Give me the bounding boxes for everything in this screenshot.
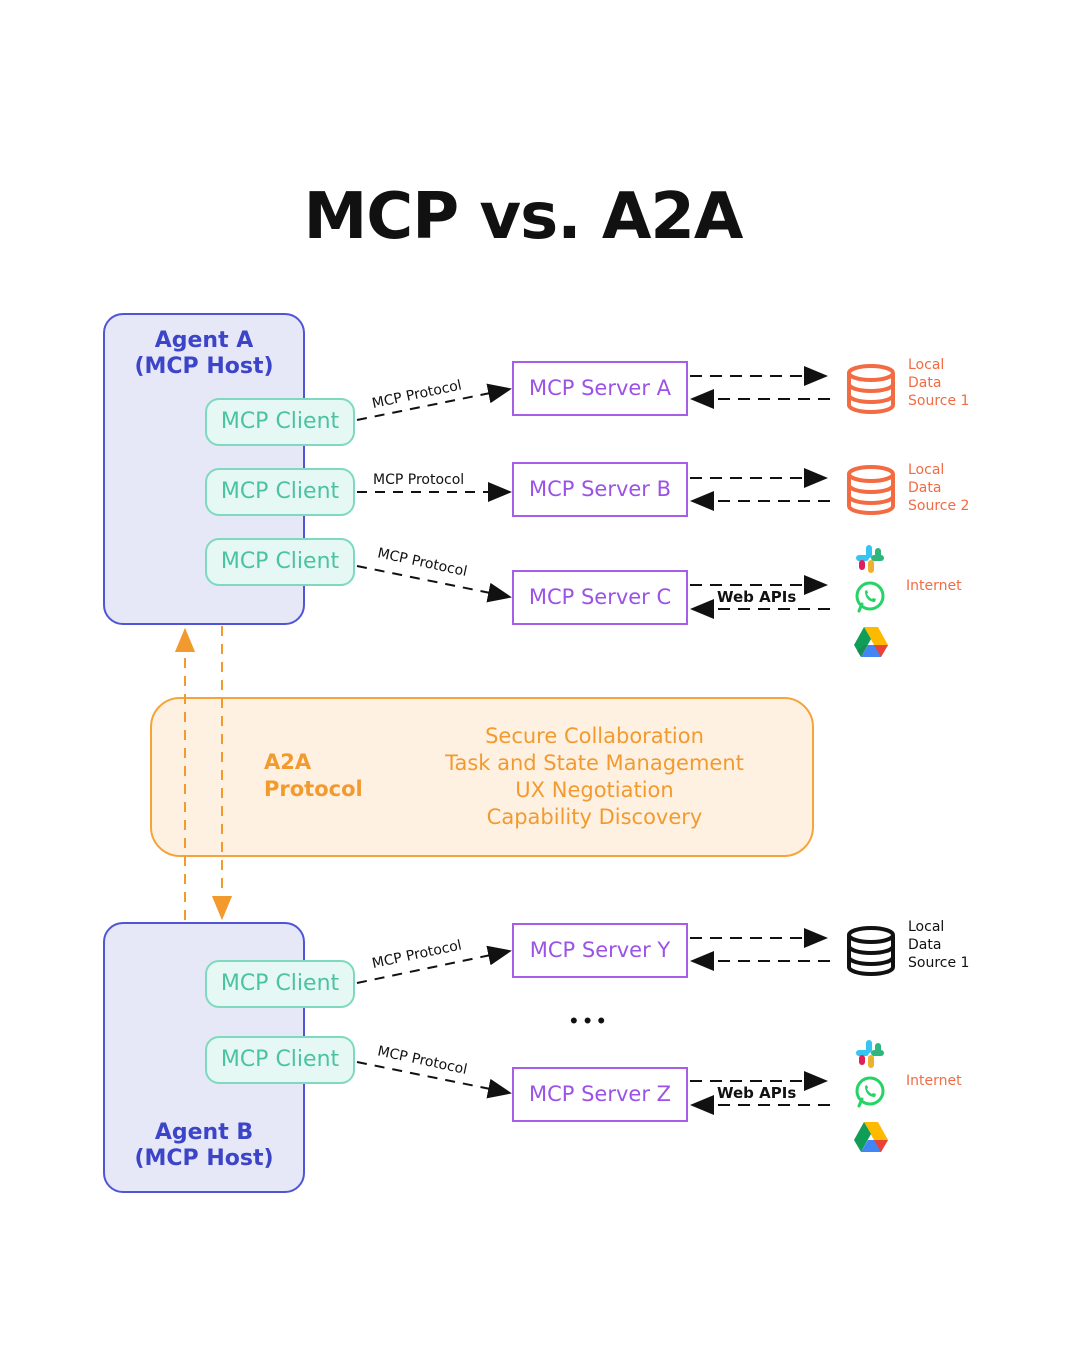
ds-line: Data (908, 937, 942, 953)
protocol-line-z (356, 1061, 512, 1099)
data-source-label: Local Data Source 1 (908, 918, 969, 972)
a2a-protocol-box: A2A Protocol Secure Collaboration Task a… (150, 697, 814, 857)
mcp-server-a: MCP Server A (512, 361, 688, 416)
google-drive-icon (854, 627, 888, 657)
ds-line: Data (908, 480, 942, 496)
web-apis-label-z: Web APIs (717, 1084, 797, 1102)
agent-b-role: (MCP Host) (134, 1146, 274, 1171)
ds-line: Local (908, 357, 945, 373)
mcp-client-b2: MCP Client (205, 1036, 355, 1084)
whatsapp-icon (855, 1076, 885, 1108)
whatsapp-icon (855, 581, 885, 613)
agent-b-label: Agent B (MCP Host) (103, 1120, 305, 1172)
page-title: MCP vs. A2A (303, 180, 744, 254)
mcp-server-y: MCP Server Y (512, 923, 688, 978)
ds-line: Local (908, 462, 945, 478)
agent-b-name: Agent B (154, 1120, 254, 1145)
slack-icon (856, 545, 884, 573)
agent-a-name: Agent A (154, 328, 254, 353)
ds-line: Source 1 (908, 393, 970, 409)
a2a-feature: Secure Collaboration (485, 724, 704, 748)
internet-label: Internet (906, 578, 962, 594)
a2a-feature: UX Negotiation (515, 778, 674, 802)
data-source-label: Local Data Source 2 (908, 461, 969, 515)
mcp-server-b: MCP Server B (512, 462, 688, 517)
ds-line: Data (908, 375, 942, 391)
a2a-feature: Task and State Management (445, 751, 744, 775)
slack-icon (856, 1040, 884, 1068)
web-apis-label-c: Web APIs (717, 588, 797, 606)
mcp-client-a2: MCP Client (205, 468, 355, 516)
mcp-client-a3: MCP Client (205, 538, 355, 586)
protocol-line-a (356, 383, 512, 421)
ds-line: Local (908, 919, 945, 935)
data-source-label: Local Data Source 1 (908, 356, 969, 410)
mcp-server-c: MCP Server C (512, 570, 688, 625)
a2a-title: A2A Protocol (264, 749, 363, 803)
protocol-line-y (356, 945, 512, 984)
agent-a-label: Agent A (MCP Host) (103, 328, 305, 380)
ds-line: Source 1 (908, 955, 970, 971)
a2a-features: Secure Collaboration Task and State Mana… (422, 723, 767, 831)
mcp-client-b1: MCP Client (205, 960, 355, 1008)
database-icon (847, 364, 895, 414)
a2a-feature: Capability Discovery (486, 805, 703, 829)
mcp-server-z: MCP Server Z (512, 1067, 688, 1122)
a2a-title-line1: A2A (264, 750, 312, 774)
google-drive-icon (854, 1122, 888, 1152)
agent-a-role: (MCP Host) (134, 354, 274, 379)
a2a-title-line2: Protocol (264, 777, 363, 801)
database-icon (847, 926, 895, 976)
protocol-line-c (356, 565, 512, 603)
ds-line: Source 2 (908, 498, 970, 514)
internet-label: Internet (906, 1073, 962, 1089)
database-icon (847, 465, 895, 515)
protocol-label-b: MCP Protocol (373, 472, 465, 488)
ellipsis: ••• (570, 1008, 612, 1033)
mcp-client-a1: MCP Client (205, 398, 355, 446)
